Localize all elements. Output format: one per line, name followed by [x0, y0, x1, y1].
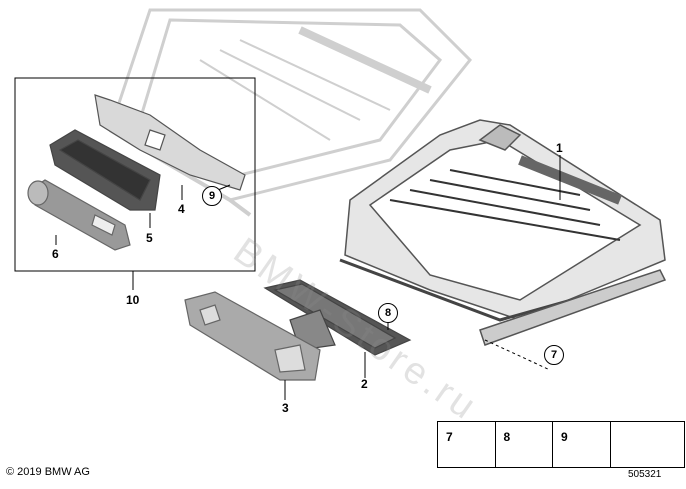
- legend-cell-9: 9: [553, 422, 611, 467]
- side-cover-part: [94, 94, 246, 191]
- legend-number-8: 8: [503, 430, 511, 444]
- callout-2: 2: [361, 377, 368, 391]
- reference-7: 7: [544, 345, 564, 365]
- legend-cell-8: 8: [496, 422, 554, 467]
- reference-9: 9: [202, 186, 222, 206]
- callout-1: 1: [556, 141, 563, 155]
- callout-5: 5: [146, 231, 153, 245]
- holder-part: [49, 129, 161, 211]
- legend-cell-7: 7: [438, 422, 496, 467]
- cylinder-part: [27, 179, 131, 251]
- callout-6: 6: [52, 247, 59, 261]
- legend-number-9: 9: [561, 430, 568, 444]
- seat-frame-part: [339, 119, 667, 346]
- callout-4: 4: [178, 202, 185, 216]
- fastener-legend: 7 8 9: [437, 421, 685, 468]
- copyright-text: © 2019 BMW AG: [6, 466, 90, 478]
- document-number: 505321: [628, 469, 662, 480]
- leader-line-7: [484, 339, 551, 371]
- callout-10: 10: [126, 293, 140, 307]
- reference-8: 8: [378, 303, 398, 323]
- callout-3: 3: [282, 401, 289, 415]
- legend-cell-arrow: [611, 422, 684, 467]
- legend-number-7: 7: [446, 430, 453, 444]
- assembly-group-box: [14, 77, 256, 272]
- plate-part: [263, 279, 412, 356]
- bracket-part: [184, 291, 321, 381]
